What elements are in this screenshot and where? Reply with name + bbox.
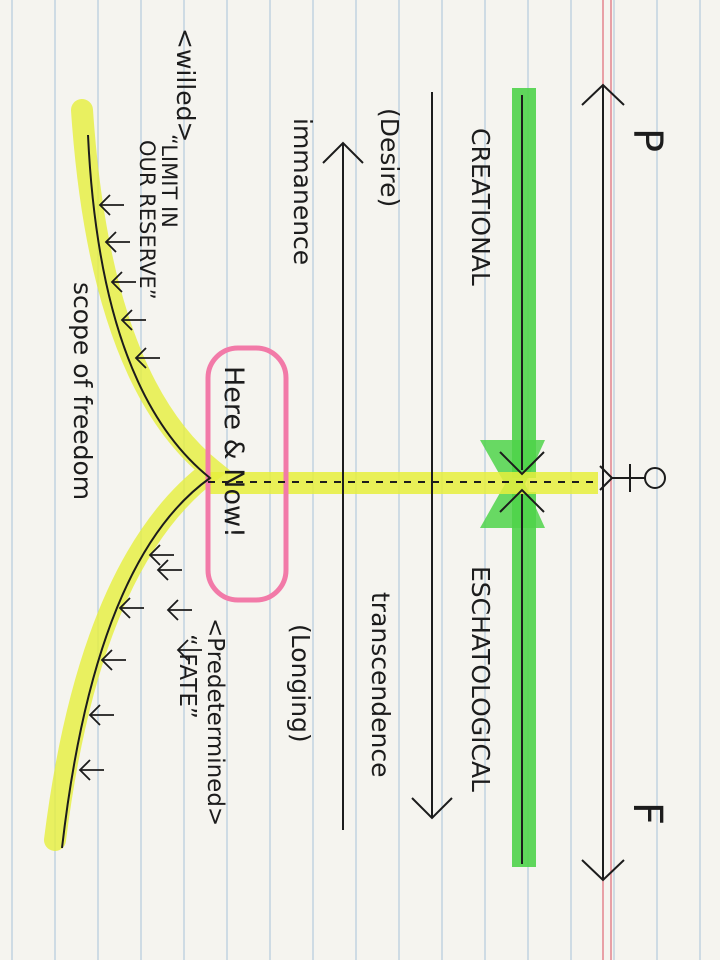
- label-fate: “ FATE”: [174, 634, 200, 719]
- pf-arrow-head-bottom: [581, 859, 625, 882]
- downward-ticks-right: [156, 559, 202, 661]
- label-willed: <willed>: [171, 28, 200, 142]
- creational-arrow-head: [499, 451, 545, 476]
- label-here-now: Here & Now!: [218, 366, 249, 538]
- label-desire: (Desire): [375, 108, 404, 207]
- transcendence-arrow-head: [411, 797, 453, 820]
- downward-ticks-fate: [78, 544, 174, 781]
- downward-ticks-willed: [98, 194, 160, 369]
- label-f: F: [624, 802, 670, 825]
- label-creational: CREATIONAL: [466, 128, 495, 286]
- yellow-highlight-dash: [208, 472, 598, 494]
- scope-curve: [61, 134, 212, 849]
- label-longing: (Longing): [286, 624, 315, 743]
- label-our-reserve: OUR RESERVE”: [135, 140, 159, 300]
- eschatological-arrow-head: [499, 488, 545, 513]
- label-eschatological: ESCHATOLOGICAL: [466, 566, 495, 792]
- pink-here-now-box: [205, 345, 289, 603]
- stick-figure: [599, 464, 666, 492]
- immanence-arrow-head: [322, 141, 364, 164]
- label-p: P: [624, 128, 670, 152]
- pf-arrow-head-top: [581, 83, 625, 106]
- label-limit-in: “LIMIT IN: [157, 134, 181, 228]
- label-predetermined: <Predetermined>: [202, 618, 228, 826]
- green-highlight-eschatological: [512, 492, 536, 867]
- green-highlight-creational: [512, 88, 536, 478]
- label-scope: scope of freedom: [68, 282, 97, 500]
- label-immanence: immanence: [288, 118, 317, 265]
- label-group: P F CREATIONAL ESCHATOLOGICAL (Desire) t…: [68, 28, 670, 826]
- label-transcendence: transcendence: [366, 592, 395, 777]
